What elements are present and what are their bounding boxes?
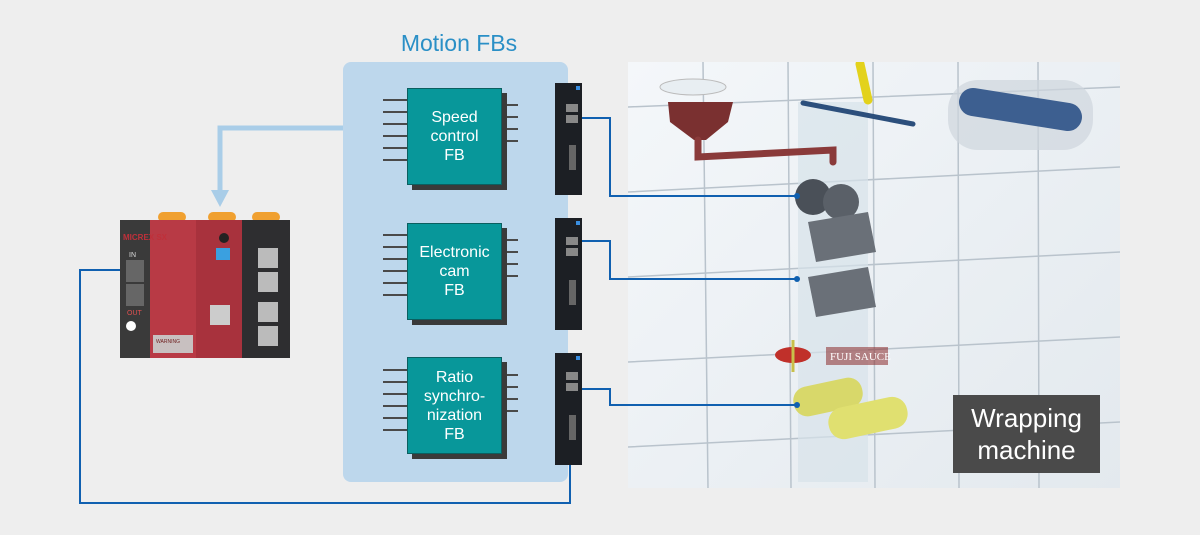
plc-ethernet-port: [258, 272, 278, 292]
plc-power-module: [150, 220, 196, 358]
fb-label: Ratio: [435, 368, 474, 386]
plc-brand: MICREX SX: [123, 233, 168, 242]
download-arrow: [217, 125, 343, 195]
feed-roller: [795, 179, 831, 215]
plc-port: [126, 284, 144, 306]
plc-in-label: IN: [129, 252, 136, 259]
fb-label: control: [430, 128, 479, 145]
plc-ethernet-port: [258, 326, 278, 346]
plc-warning: WARNING: [156, 339, 180, 345]
machine-drawing: FUJI SAUCE: [628, 62, 1120, 488]
plc-ethernet-port: [258, 302, 278, 322]
plc-cpu-module: [196, 220, 242, 358]
fb-label: Speed: [431, 109, 478, 126]
sauce-hopper: [668, 102, 733, 140]
plc-ethernet-port: [258, 248, 278, 268]
sealer-jaw: [808, 212, 876, 262]
fb-label: nization: [426, 406, 483, 424]
film-roll: [959, 88, 1082, 131]
fb-label: cam: [439, 263, 470, 280]
sealer-jaw: [808, 267, 876, 317]
fb-label: synchro-: [423, 387, 486, 405]
plc-dip-switch: [216, 248, 230, 260]
fb-label: FB: [444, 282, 465, 299]
fb-label: FB: [444, 425, 465, 443]
arrow-head: [211, 190, 229, 207]
hopper-top: [659, 78, 727, 96]
guide-bar: [800, 100, 916, 127]
plc-ethernet-port: [210, 305, 230, 325]
plc-warning-plate: [153, 335, 193, 353]
feed-roller: [823, 184, 859, 220]
plc-port: [126, 260, 144, 282]
label-line: Wrapping: [971, 403, 1082, 433]
plc-indicator: [126, 321, 136, 331]
plc-top-connectors: [158, 212, 280, 222]
yellow-rod: [855, 62, 873, 105]
fb-label: FB: [444, 147, 465, 164]
fb-label: Electronic: [419, 244, 490, 261]
plc-base-module: [120, 220, 150, 358]
product-label: FUJI SAUCE: [830, 351, 891, 363]
plc-rotary-switch: [219, 233, 229, 243]
cutter-cylinder: [828, 396, 908, 440]
motion-fbs-title: Motion FBs: [400, 30, 518, 56]
plc-out-label: OUT: [127, 310, 143, 317]
label-line: machine: [977, 435, 1076, 465]
sauce-pouch: [826, 347, 888, 365]
plc-network-module: [242, 220, 290, 358]
